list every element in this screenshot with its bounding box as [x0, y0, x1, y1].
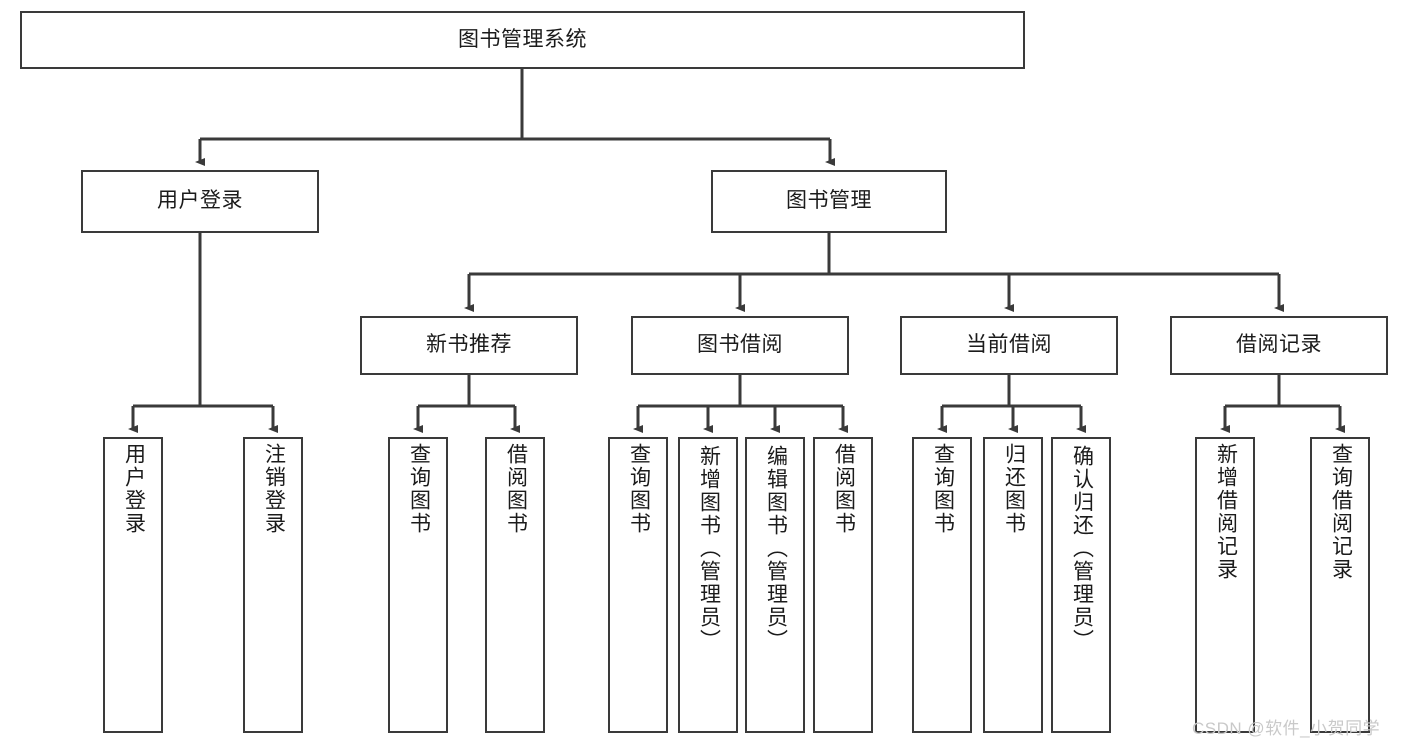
node-root-label: 图书管理系统	[458, 27, 587, 51]
node-leaf-add-book-label: 新增图书（管理员）	[697, 445, 721, 652]
node-leaf-borrow-book-2[interactable]: 借阅图书	[813, 437, 873, 733]
node-leaf-user-logout[interactable]: 注销登录	[243, 437, 303, 733]
node-leaf-return-book-label: 归还图书	[1002, 443, 1026, 535]
node-leaf-borrow-book-1[interactable]: 借阅图书	[485, 437, 545, 733]
node-leaf-query-book-1-label: 查询图书	[407, 443, 431, 535]
node-borrow-record-label: 借阅记录	[1236, 333, 1322, 357]
node-leaf-borrow-book-2-label: 借阅图书	[832, 443, 856, 535]
node-leaf-add-book[interactable]: 新增图书（管理员）	[678, 437, 738, 733]
node-book-manage-label: 图书管理	[786, 189, 872, 213]
node-leaf-query-book-3-label: 查询图书	[931, 443, 955, 535]
node-new-book-rec-label: 新书推荐	[426, 333, 512, 357]
node-user-login-label: 用户登录	[157, 189, 243, 213]
node-leaf-query-record[interactable]: 查询借阅记录	[1310, 437, 1370, 733]
csdn-watermark: CSDN @软件_小贺同学	[1192, 719, 1381, 738]
node-leaf-user-login[interactable]: 用户登录	[103, 437, 163, 733]
node-leaf-query-book-2[interactable]: 查询图书	[608, 437, 668, 733]
node-book-borrow[interactable]: 图书借阅	[631, 316, 849, 375]
node-new-book-rec[interactable]: 新书推荐	[360, 316, 578, 375]
node-borrow-record[interactable]: 借阅记录	[1170, 316, 1388, 375]
node-leaf-user-login-label: 用户登录	[122, 443, 146, 535]
node-book-manage[interactable]: 图书管理	[711, 170, 947, 233]
node-root[interactable]: 图书管理系统	[20, 11, 1025, 69]
node-leaf-confirm-return-label: 确认归还（管理员）	[1070, 445, 1094, 652]
node-user-login[interactable]: 用户登录	[81, 170, 319, 233]
node-leaf-add-record[interactable]: 新增借阅记录	[1195, 437, 1255, 733]
node-book-borrow-label: 图书借阅	[697, 333, 783, 357]
node-leaf-edit-book-label: 编辑图书（管理员）	[764, 445, 788, 652]
node-current-borrow-label: 当前借阅	[966, 333, 1052, 357]
node-leaf-edit-book[interactable]: 编辑图书（管理员）	[745, 437, 805, 733]
node-leaf-query-book-3[interactable]: 查询图书	[912, 437, 972, 733]
node-leaf-add-record-label: 新增借阅记录	[1214, 443, 1238, 581]
node-leaf-borrow-book-1-label: 借阅图书	[504, 443, 528, 535]
node-leaf-query-book-1[interactable]: 查询图书	[388, 437, 448, 733]
node-current-borrow[interactable]: 当前借阅	[900, 316, 1118, 375]
node-leaf-query-record-label: 查询借阅记录	[1329, 443, 1353, 581]
node-leaf-query-book-2-label: 查询图书	[627, 443, 651, 535]
node-leaf-user-logout-label: 注销登录	[262, 443, 286, 535]
node-leaf-return-book[interactable]: 归还图书	[983, 437, 1043, 733]
node-leaf-confirm-return[interactable]: 确认归还（管理员）	[1051, 437, 1111, 733]
